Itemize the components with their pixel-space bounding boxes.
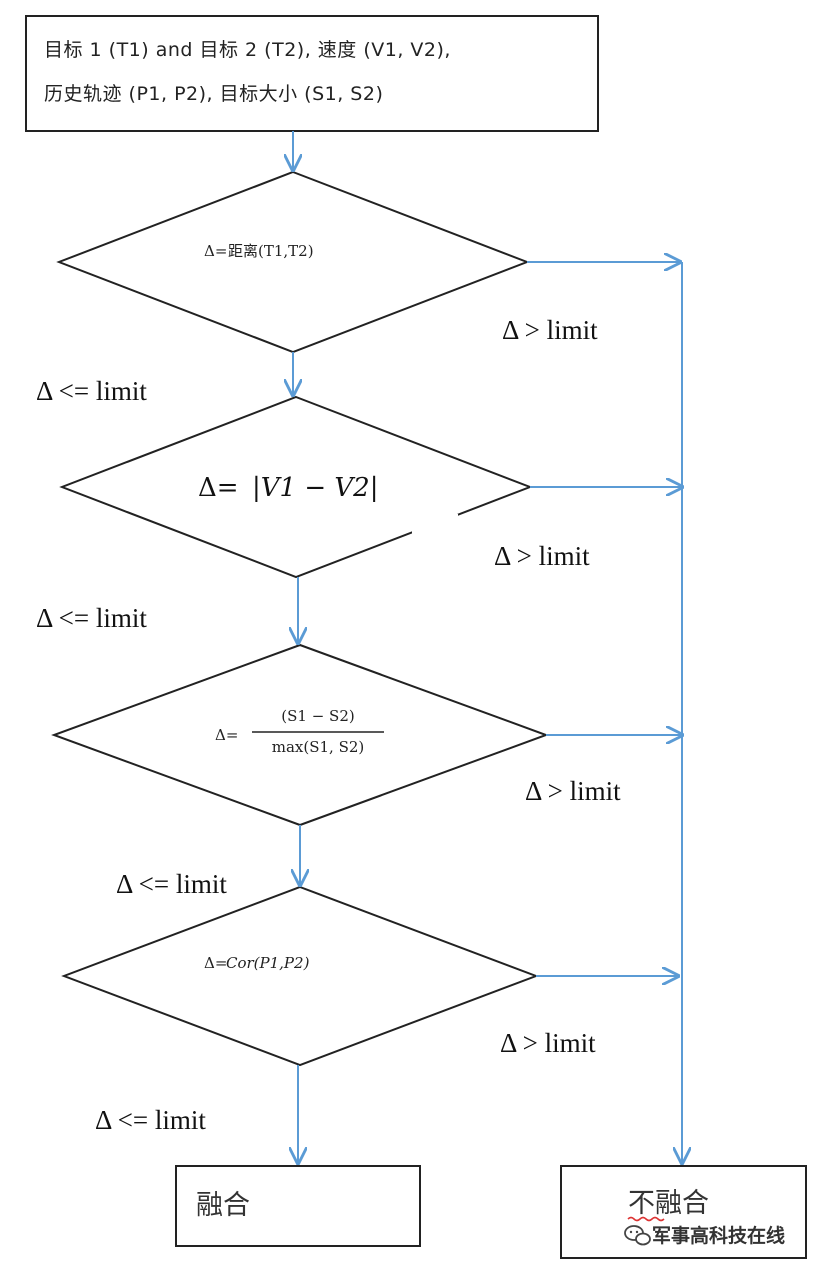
label-d1-yes: Δ <= limit (36, 376, 147, 406)
decision-size-denominator: max(S1, S2) (272, 738, 365, 756)
watermark: 军事高科技在线 (624, 1224, 785, 1247)
start-box-line-1: 目标 1 (T1) and 目标 2 (T2), 速度 (V1, V2), (44, 39, 451, 61)
label-d1-no: Δ > limit (502, 315, 598, 345)
label-d3-no: Δ > limit (525, 776, 621, 806)
start-box-line-2: 历史轨迹 (P1, P2), 目标大小 (S1, S2) (44, 83, 383, 105)
outcome-no-fuse-box (560, 1165, 807, 1259)
decision-distance (56, 170, 530, 354)
decision-correlation-prefix: Δ= (204, 954, 227, 972)
label-d2-yes: Δ <= limit (36, 603, 147, 633)
label-d4-yes: Δ <= limit (95, 1105, 206, 1135)
label-d4-no: Δ > limit (500, 1028, 596, 1058)
wechat-icon (624, 1225, 651, 1246)
decision-distance-expr: 距离(T1,T2) (228, 242, 314, 260)
label-d2-no: Δ > limit (494, 541, 590, 571)
outcome-fuse-text: 融合 (196, 1190, 250, 1221)
outcome-fuse-box (175, 1165, 421, 1247)
decision-distance-prefix: Δ= (204, 242, 227, 260)
decision-velocity-expr: |V1 − V2| (252, 473, 378, 503)
decision-correlation (61, 885, 539, 1067)
decision-size-prefix: Δ= (215, 726, 238, 744)
decision-velocity-prefix: Δ= (198, 473, 239, 503)
watermark-text: 军事高科技在线 (652, 1224, 785, 1247)
label-d3-yes: Δ <= limit (116, 869, 227, 899)
decision-size-numerator: (S1 − S2) (281, 707, 354, 725)
spellcheck-squiggle (627, 1216, 665, 1222)
decision-size (51, 643, 549, 827)
start-box (25, 15, 599, 132)
decision-correlation-expr: Cor(P1,P2) (226, 954, 310, 972)
outcome-no-fuse-text: 不融合 (628, 1188, 709, 1219)
